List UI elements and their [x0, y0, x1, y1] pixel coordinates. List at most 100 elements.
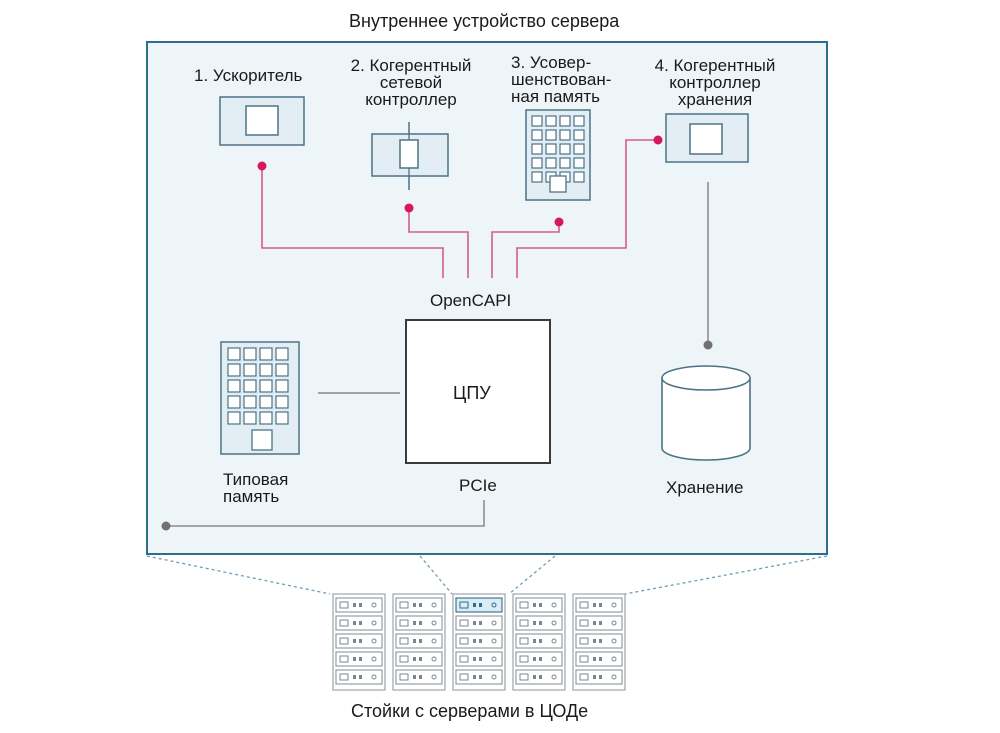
memory-cell — [573, 171, 585, 183]
memory-cell — [531, 143, 543, 155]
led-icon — [593, 603, 596, 607]
led-icon — [353, 675, 356, 679]
led-icon — [479, 657, 482, 661]
memory-cell — [227, 379, 241, 393]
power-icon — [611, 656, 617, 662]
drive-bay-icon — [339, 637, 349, 645]
server-rack — [452, 593, 506, 691]
led-icon — [419, 639, 422, 643]
power-icon — [431, 638, 437, 644]
power-icon — [611, 674, 617, 680]
memory-cell — [531, 157, 543, 169]
drive-bay-icon — [459, 655, 469, 663]
memory-cell — [227, 395, 241, 409]
memory-cell — [259, 379, 273, 393]
led-icon — [539, 621, 542, 625]
led-icon — [599, 675, 602, 679]
memory-cell — [559, 157, 571, 169]
led-icon — [413, 639, 416, 643]
drive-bay-icon — [579, 637, 589, 645]
drive-bay-icon — [519, 637, 529, 645]
power-icon — [491, 674, 497, 680]
drive-bay-icon — [339, 655, 349, 663]
led-icon — [473, 639, 476, 643]
power-icon — [551, 620, 557, 626]
drive-bay-icon — [519, 673, 529, 681]
power-icon — [491, 602, 497, 608]
network-controller-label: 2. Когерентный сетевой контроллер — [350, 56, 472, 109]
led-icon — [419, 603, 422, 607]
led-icon — [353, 639, 356, 643]
memory-cell — [275, 395, 289, 409]
storage-cylinder-icon — [661, 365, 751, 461]
power-icon — [491, 638, 497, 644]
memory-cell — [573, 143, 585, 155]
power-icon — [491, 656, 497, 662]
memory-cell — [559, 129, 571, 141]
memory-cell — [559, 143, 571, 155]
led-icon — [473, 675, 476, 679]
led-icon — [593, 675, 596, 679]
led-icon — [599, 621, 602, 625]
memory-controller-block — [549, 175, 567, 193]
led-icon — [539, 657, 542, 661]
standard-memory-label: Типовая память — [223, 470, 289, 506]
power-icon — [611, 620, 617, 626]
led-icon — [533, 621, 536, 625]
zoom-lines — [146, 555, 828, 595]
power-icon — [551, 638, 557, 644]
memory-controller-block — [251, 429, 273, 451]
server-rack — [392, 593, 446, 691]
drive-bay-icon — [459, 637, 469, 645]
led-icon — [599, 639, 602, 643]
drive-bay-icon — [519, 619, 529, 627]
memory-cell — [275, 379, 289, 393]
led-icon — [419, 657, 422, 661]
drive-bay-icon — [459, 619, 469, 627]
led-icon — [593, 639, 596, 643]
memory-cell — [531, 171, 543, 183]
led-icon — [353, 657, 356, 661]
led-icon — [533, 603, 536, 607]
power-icon — [491, 620, 497, 626]
drive-bay-icon — [459, 673, 469, 681]
memory-cell — [259, 347, 273, 361]
led-icon — [539, 639, 542, 643]
led-icon — [599, 657, 602, 661]
accelerator-icon — [219, 96, 305, 146]
memory-cell — [275, 363, 289, 377]
drive-bay-icon — [459, 601, 469, 609]
memory-cell — [573, 157, 585, 169]
led-icon — [599, 603, 602, 607]
memory-cell — [243, 395, 257, 409]
standard-memory-icon — [220, 341, 300, 455]
drive-bay-icon — [339, 619, 349, 627]
opencapi-label: OpenCAPI — [430, 291, 512, 310]
led-icon — [473, 603, 476, 607]
memory-cell — [545, 115, 557, 127]
memory-cell — [275, 347, 289, 361]
memory-cell — [259, 411, 273, 425]
storage-link-dot — [703, 340, 713, 350]
memory-cell — [227, 411, 241, 425]
memory-cell — [243, 379, 257, 393]
storage-controller-icon — [665, 113, 749, 163]
drive-bay-icon — [399, 637, 409, 645]
led-icon — [479, 621, 482, 625]
network-controller-icon — [371, 122, 449, 190]
drive-bay-icon — [399, 673, 409, 681]
led-icon — [353, 603, 356, 607]
diagram-title: Внутреннее устройство сервера — [349, 11, 620, 31]
drive-bay-icon — [519, 655, 529, 663]
drive-bay-icon — [579, 619, 589, 627]
memory-cell — [573, 115, 585, 127]
led-icon — [473, 621, 476, 625]
drive-bay-icon — [579, 655, 589, 663]
memory-cell — [243, 363, 257, 377]
drive-bay-icon — [399, 655, 409, 663]
memory-cell — [243, 411, 257, 425]
power-icon — [431, 620, 437, 626]
led-icon — [533, 675, 536, 679]
led-icon — [479, 639, 482, 643]
power-icon — [431, 656, 437, 662]
